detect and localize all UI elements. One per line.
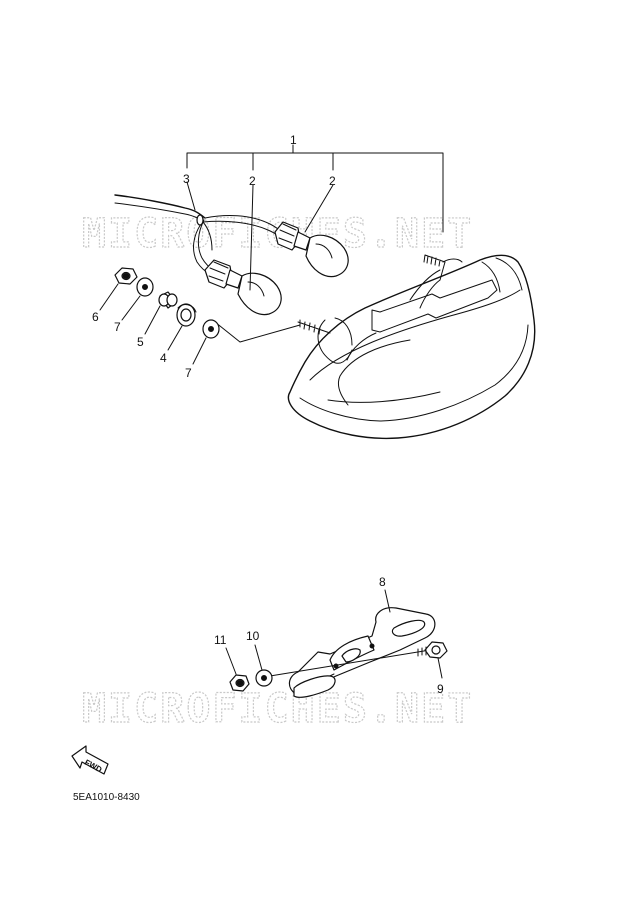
- leader-line-10: [254, 644, 263, 671]
- collar-part-5: [158, 291, 178, 309]
- callout-6: 6: [92, 310, 99, 324]
- callout-3: 3: [183, 172, 190, 186]
- leader-line-7b: [192, 337, 207, 365]
- bracket-part-8: [288, 607, 436, 698]
- leader-line-2a: [249, 184, 254, 291]
- callout-7-lower: 7: [185, 366, 192, 380]
- washer-part-10: [255, 669, 273, 687]
- callout-bracket-1: [186, 144, 444, 233]
- harness-grommet: [196, 214, 204, 226]
- leader-line-6: [99, 283, 119, 311]
- callout-5: 5: [137, 335, 144, 349]
- callout-4: 4: [160, 351, 167, 365]
- leader-line-housing: [214, 321, 301, 343]
- washer-part-7-upper: [136, 277, 154, 297]
- callout-10: 10: [246, 629, 260, 643]
- grommet-part-4: [176, 303, 197, 327]
- washer-part-7-lower: [202, 319, 220, 339]
- fwd-arrow-icon: FWD: [71, 745, 109, 775]
- callout-1: 1: [290, 133, 297, 147]
- leader-line-8: [384, 589, 391, 613]
- nut-part-11: [229, 674, 250, 692]
- housing-stud-lower: [297, 317, 353, 364]
- leader-line-3: [186, 181, 196, 211]
- diagram-code: 5EA1010-8430: [73, 792, 140, 803]
- leader-line-2b: [304, 184, 334, 233]
- callout-2-right: 2: [329, 174, 336, 188]
- callout-8: 8: [379, 575, 386, 589]
- nut-part-6: [114, 267, 138, 285]
- callout-11: 11: [214, 633, 227, 647]
- bulb-lower: [204, 259, 282, 316]
- callout-9: 9: [437, 682, 444, 696]
- leader-line-4: [167, 325, 183, 351]
- bulb-upper: [274, 221, 349, 278]
- watermark-lower: MICROFICHES.NET: [82, 686, 473, 732]
- leader-line-5: [144, 305, 161, 335]
- callout-2-left: 2: [249, 174, 256, 188]
- leader-line-11: [225, 647, 237, 675]
- housing-stud-upper: [423, 254, 463, 281]
- leader-line-9: [437, 657, 443, 679]
- leader-line-7a: [121, 295, 141, 321]
- tail-light-housing: [287, 254, 536, 440]
- bolt-part-9: [269, 641, 448, 677]
- callout-7-upper: 7: [114, 320, 121, 334]
